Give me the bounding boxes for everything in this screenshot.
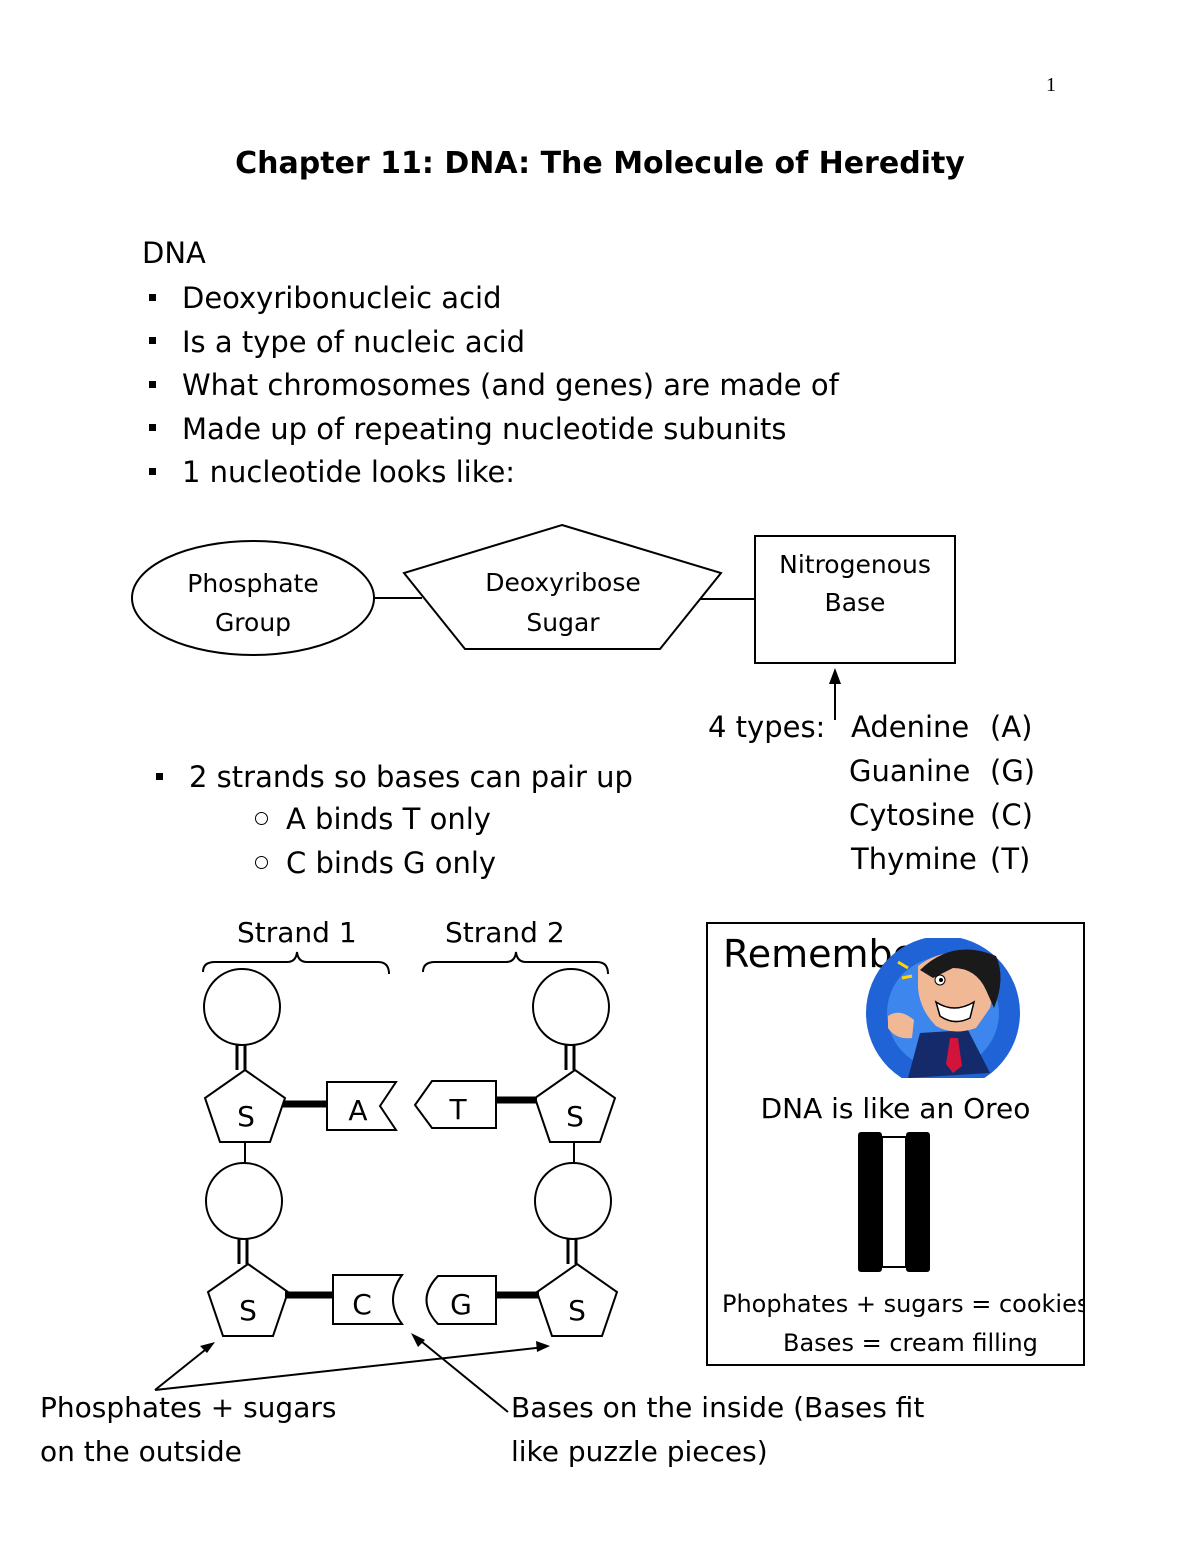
sugar-pentagon [535, 1262, 619, 1337]
base-adenine-shape [326, 1081, 398, 1131]
remember-line-cookies: Phophates + sugars = cookies [722, 1290, 1085, 1318]
base-cytosine-shape [332, 1274, 404, 1325]
phosphate-circle [205, 1162, 283, 1240]
page-number: 1 [1046, 74, 1056, 96]
list-item: 1 nucleotide looks like: [140, 452, 839, 496]
list-item: What chromosomes (and genes) are made of [140, 365, 839, 409]
oreo-caption: DNA is like an Oreo [760, 1092, 1031, 1125]
list-item: Deoxyribonucleic acid [140, 278, 839, 322]
base-type-abbr: (C) [990, 798, 1033, 832]
phosphate-circle [534, 1162, 612, 1240]
section-heading: DNA [142, 236, 206, 270]
remember-line-filling: Bases = cream filling [783, 1329, 1038, 1357]
phosphate-label-2: Group [215, 608, 291, 637]
strand-2-brace [422, 951, 609, 975]
sugar-label-1: Deoxyribose [485, 568, 641, 597]
base-type-name: Thymine [851, 842, 977, 876]
sugar-pentagon [203, 1068, 287, 1143]
nitrogenous-base-shape [754, 535, 956, 664]
up-arrow-icon [829, 668, 841, 684]
sugar-label-2: Sugar [526, 608, 600, 637]
bullet-square-icon [149, 467, 156, 475]
base-type-name: Guanine [849, 754, 971, 788]
strand-1-brace [202, 951, 390, 975]
bullet-circle-icon [255, 855, 268, 869]
base-thymine-shape [413, 1080, 497, 1129]
phosphate-group-shape [131, 540, 375, 656]
sugar-letter: S [239, 1294, 257, 1327]
bullet-square-icon [149, 337, 156, 344]
sugar-letter: S [568, 1294, 586, 1327]
sugar-letter: S [237, 1100, 255, 1133]
bullet-square-icon [149, 293, 156, 301]
dna-bullet-list: Deoxyribonucleic acid Is a type of nucle… [140, 278, 839, 496]
arrow-to-sugar-1 [154, 1345, 211, 1391]
strand-2-label: Strand 2 [445, 916, 565, 949]
remember-box: Remember DNA is like an Oreo Phophates +… [706, 922, 1085, 1366]
sugar-pentagon [533, 1068, 617, 1143]
bullet-square-icon [149, 380, 156, 388]
sugar-letter: S [566, 1100, 584, 1133]
bullet-square-icon [156, 772, 163, 780]
inside-caption: Bases on the inside (Bases fit like puzz… [511, 1391, 925, 1468]
arrow-head-icon [200, 1342, 215, 1353]
arrow-head-icon [411, 1333, 425, 1347]
bullet-circle-icon [255, 811, 268, 825]
base-letter-g: G [450, 1288, 472, 1321]
pairing-rule: C binds G only [255, 846, 496, 880]
page-title: Chapter 11: DNA: The Molecule of Heredit… [235, 146, 965, 181]
base-letter-c: C [352, 1288, 372, 1321]
bullet-square-icon [149, 424, 156, 431]
base-type-name: Adenine [851, 710, 970, 744]
base-letter-t: T [448, 1093, 467, 1126]
phosphate-label-1: Phosphate [187, 569, 318, 598]
arrow-head-icon [536, 1341, 550, 1352]
pairing-rule: A binds T only [255, 802, 491, 836]
base-letter-a: A [348, 1094, 367, 1127]
deoxyribose-sugar-shape [402, 523, 723, 650]
sugar-pentagon [206, 1262, 290, 1337]
base-type-abbr: (T) [990, 842, 1031, 876]
strand-1-label: Strand 1 [237, 916, 357, 949]
base-type-name: Cytosine [849, 798, 975, 832]
base-types-label: 4 types: [708, 710, 826, 744]
base-label-2: Base [825, 588, 886, 617]
stressed-man-clipart-icon [866, 938, 1020, 1078]
base-label-1: Nitrogenous [779, 550, 931, 579]
oreo-cookie-icon [858, 1132, 930, 1272]
phosphate-circle [203, 968, 281, 1046]
list-item: Is a type of nucleic acid [140, 322, 839, 366]
outside-caption: Phosphates + sugars on the outside [40, 1391, 337, 1468]
pairing-bullet: 2 strands so bases can pair up [148, 760, 633, 794]
base-type-abbr: (G) [990, 754, 1036, 788]
list-item: Made up of repeating nucleotide subunits [140, 409, 839, 453]
arrow-to-sugar-2 [154, 1346, 546, 1391]
base-type-abbr: (A) [990, 710, 1033, 744]
arrow-to-bases [415, 1336, 509, 1413]
phosphate-circle [532, 968, 610, 1046]
base-guanine-shape [425, 1275, 497, 1325]
